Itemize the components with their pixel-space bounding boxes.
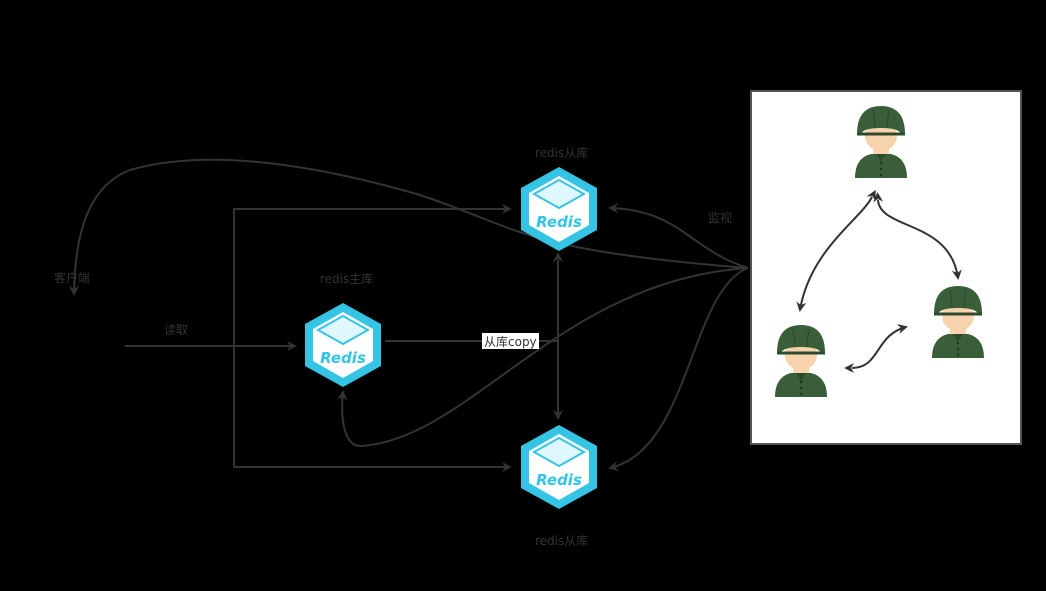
- client-label: 客户端: [54, 270, 90, 285]
- redis-logo-text: Redis: [320, 349, 366, 367]
- monitor-to-client: [69, 158, 749, 296]
- slave-bottom-label: redis从库: [535, 533, 588, 548]
- monitor-to-bottom-slave: [608, 267, 749, 472]
- redis-logo-text: Redis: [536, 471, 582, 489]
- redis-slave-top: Redis: [520, 166, 598, 252]
- redis-icon: [520, 166, 598, 252]
- sentinel-link-left-right: [844, 324, 908, 373]
- sentinel-link-top-left: [796, 189, 876, 312]
- sentinel-link-top-right: [873, 192, 962, 280]
- route-to-top-slave: [233, 208, 508, 468]
- redis-slave-bottom: Redis: [520, 424, 598, 510]
- read-label: 读取: [164, 323, 188, 337]
- copy-label-box: [482, 333, 539, 349]
- copy-label: 从库copy: [484, 334, 537, 349]
- redis-logo-text: Redis: [536, 213, 582, 231]
- redis-master: Redis: [304, 302, 382, 388]
- redis-icon: [304, 302, 382, 388]
- monitor-label: 监视: [708, 210, 732, 225]
- monitor-to-top-slave: [608, 203, 749, 269]
- redis-icon: [520, 424, 598, 510]
- slave-top-label: redis从库: [535, 145, 588, 160]
- master-label: redis主库: [320, 271, 373, 286]
- monitor-to-master: [337, 267, 749, 448]
